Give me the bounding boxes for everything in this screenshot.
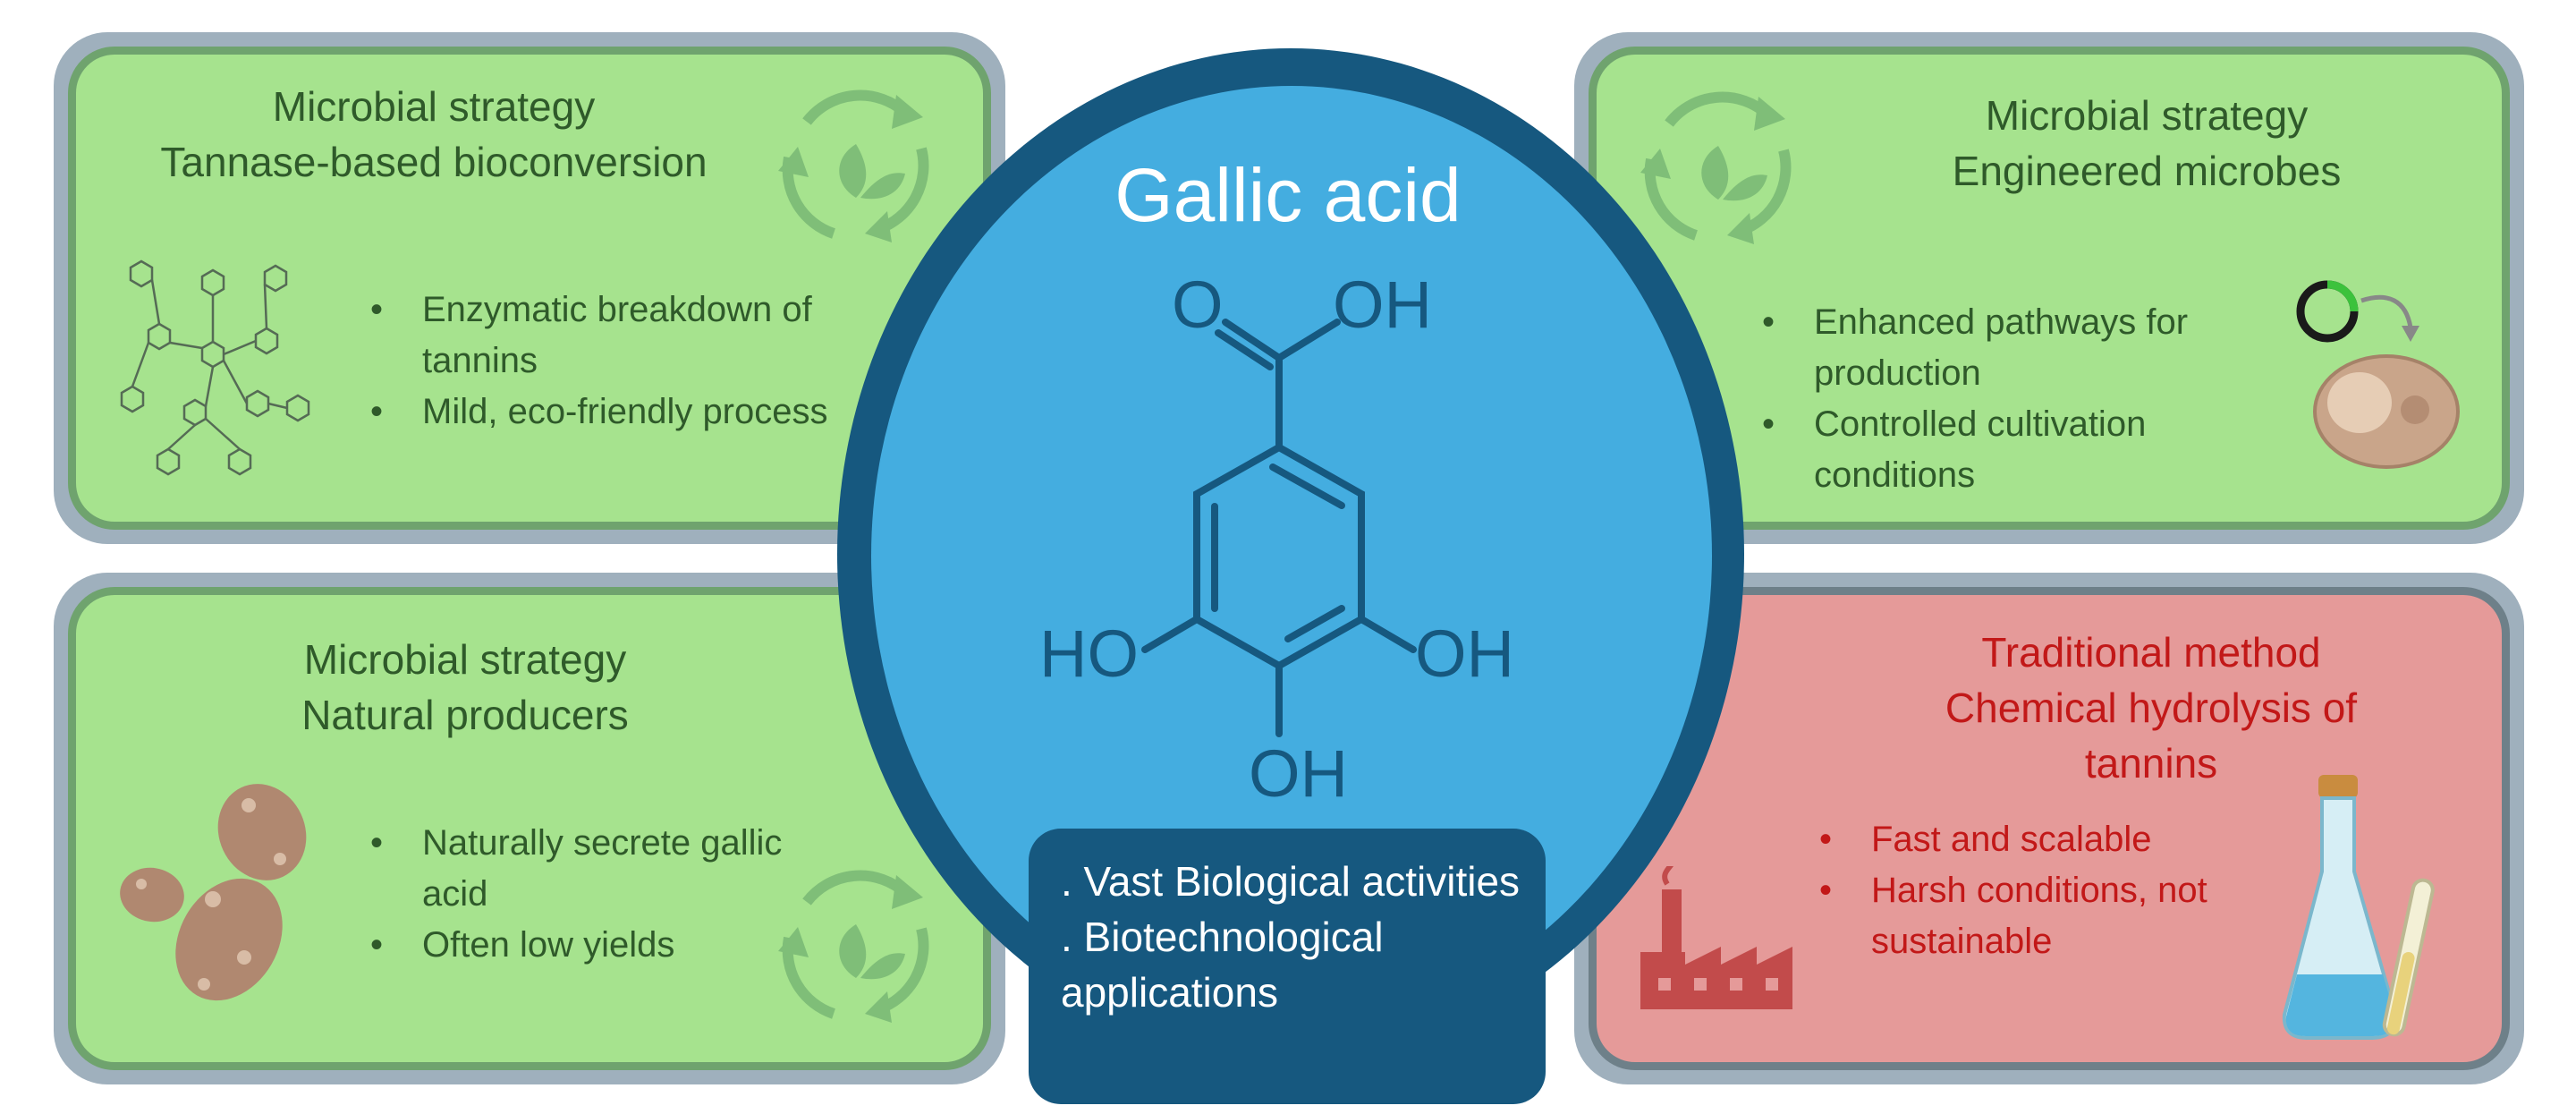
list-item: Harsh conditions, not sustainable — [1819, 865, 2231, 967]
center-title: Gallic acid — [1114, 153, 1462, 237]
recycle-leaf-icon — [778, 89, 929, 242]
panel-top-right-bullets: Enhanced pathways for production Control… — [1762, 297, 2245, 501]
applications-box — [1029, 829, 1546, 1104]
panel-top-right-title: Microbial strategy Engineered microbes — [1952, 92, 2342, 194]
factory-icon — [1640, 866, 1792, 1009]
label-o: O — [1172, 268, 1224, 342]
panel-bottom-left-bullets: Naturally secrete gallic acid Often low … — [370, 818, 835, 971]
recycle-leaf-icon — [1640, 91, 1792, 244]
list-item: Fast and scalable — [1819, 814, 2231, 865]
label-ho-left: HO — [1039, 617, 1139, 691]
applications-item: . Biotechnological applications — [1061, 914, 1384, 1016]
list-item: Often low yields — [370, 920, 835, 971]
panel-bottom-right-title: Traditional method Chemical hydrolysis o… — [1945, 629, 2358, 787]
label-oh-top: OH — [1333, 268, 1432, 342]
gallic-acid-structure: O OH HO OH OH — [1039, 268, 1514, 811]
recycle-leaf-icon — [778, 870, 929, 1023]
list-item: Mild, eco-friendly process — [370, 387, 835, 438]
microbes-icon — [120, 784, 307, 1001]
panel-top-left-title: Microbial strategy Tannase-based bioconv… — [160, 83, 708, 185]
flask-icon — [2282, 775, 2435, 1040]
tannin-molecule-icon — [120, 259, 310, 476]
list-item: Naturally secrete gallic acid — [370, 818, 835, 920]
panel-top-left-bullets: Enzymatic breakdown of tannins Mild, eco… — [370, 285, 835, 438]
plasmid-cell-icon — [2296, 280, 2460, 469]
panel-bottom-left-title: Microbial strategy Natural producers — [301, 636, 629, 738]
applications-item: . Vast Biological activities — [1061, 858, 1521, 905]
list-item: Controlled cultivation conditions — [1762, 399, 2245, 501]
list-item: Enzymatic breakdown of tannins — [370, 285, 835, 387]
panel-bottom-right-bullets: Fast and scalable Harsh conditions, not … — [1819, 814, 2231, 967]
applications-text: . Vast Biological activities . Biotechno… — [1061, 854, 1526, 1020]
label-oh-right: OH — [1415, 617, 1514, 691]
list-item: Enhanced pathways for production — [1762, 297, 2245, 399]
label-oh-bottom: OH — [1249, 736, 1348, 811]
